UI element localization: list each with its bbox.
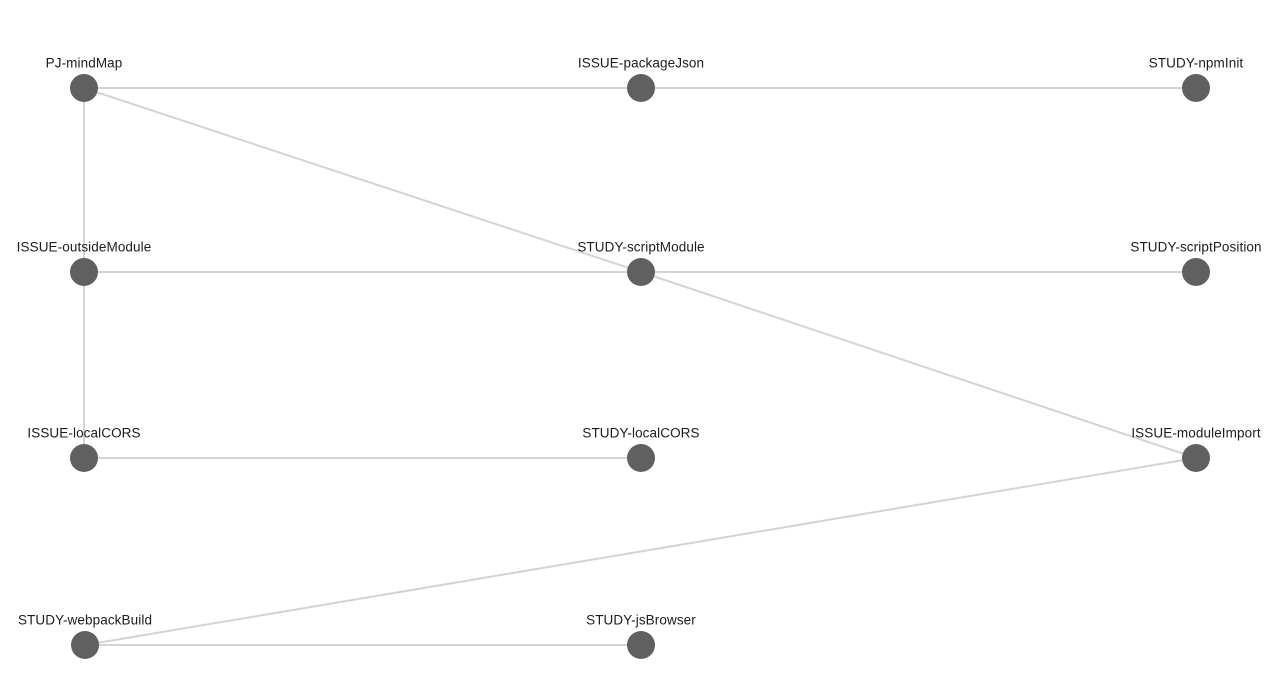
graph-node-study-scriptposition[interactable] — [1182, 258, 1210, 286]
graph-node-issue-moduleimport[interactable] — [1182, 444, 1210, 472]
graph-node-issue-localcors[interactable] — [70, 444, 98, 472]
node-label-issue-localcors: ISSUE-localCORS — [27, 425, 141, 441]
node-label-study-jsbrowser: STUDY-jsBrowser — [586, 612, 696, 628]
node-label-study-scriptposition: STUDY-scriptPosition — [1130, 239, 1262, 255]
graph-node-issue-outsidemodule[interactable] — [70, 258, 98, 286]
node-label-issue-packagejson: ISSUE-packageJson — [577, 55, 705, 71]
node-label-study-npminit: STUDY-npmInit — [1148, 55, 1244, 71]
graph-edge — [640, 271, 1197, 459]
node-label-study-scriptmodule: STUDY-scriptModule — [577, 239, 705, 255]
node-label-study-localcors: STUDY-localCORS — [582, 425, 700, 441]
graph-node-pj-mindmap[interactable] — [70, 74, 98, 102]
graph-node-study-webpackbuild[interactable] — [71, 631, 99, 659]
node-label-study-webpackbuild: STUDY-webpackBuild — [17, 612, 153, 628]
graph-node-issue-packagejson[interactable] — [627, 74, 655, 102]
graph-edge — [83, 87, 642, 273]
node-label-issue-outsidemodule: ISSUE-outsideModule — [16, 239, 152, 255]
graph-node-study-localcors[interactable] — [627, 444, 655, 472]
graph-node-study-scriptmodule[interactable] — [627, 258, 655, 286]
node-label-issue-moduleimport: ISSUE-moduleImport — [1131, 425, 1261, 441]
graph-node-study-npminit[interactable] — [1182, 74, 1210, 102]
graph-node-study-jsbrowser[interactable] — [627, 631, 655, 659]
graph-edge — [84, 457, 1197, 646]
node-label-pj-mindmap: PJ-mindMap — [45, 55, 123, 71]
